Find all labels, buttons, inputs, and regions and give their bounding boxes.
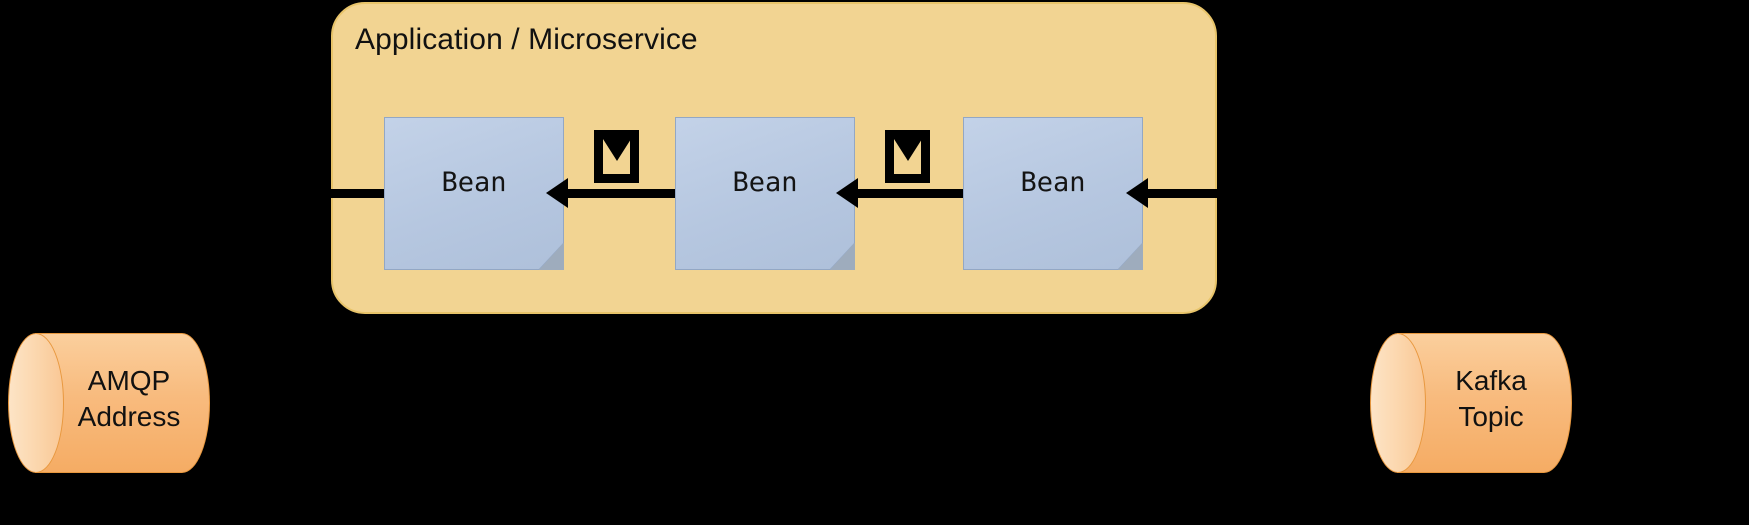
application-title: Application / Microservice bbox=[355, 23, 698, 56]
arrow-bean2-to-bean1 bbox=[546, 178, 677, 208]
amqp-label-line2: Address bbox=[77, 400, 181, 432]
envelope-flap-icon bbox=[893, 139, 922, 161]
bean-node-2[interactable]: Bean bbox=[675, 117, 855, 270]
amqp-address-cylinder[interactable]: AMQP Address bbox=[8, 333, 210, 473]
cylinder-cap bbox=[8, 333, 64, 473]
arrow-bean3-to-bean2 bbox=[836, 178, 965, 208]
cylinder-cap bbox=[1370, 333, 1426, 473]
bean-node-3[interactable]: Bean bbox=[963, 117, 1143, 270]
kafka-topic-cylinder[interactable]: Kafka Topic bbox=[1370, 333, 1572, 473]
bean-label: Bean bbox=[1020, 167, 1086, 198]
cylinder-body bbox=[35, 333, 210, 473]
arrowhead-icon bbox=[1126, 178, 1148, 208]
kafka-label-line1: Kafka bbox=[1455, 365, 1527, 396]
bean-label: Bean bbox=[732, 167, 798, 198]
kafka-topic-label: Kafka Topic bbox=[1416, 363, 1566, 435]
document-shape bbox=[675, 117, 855, 270]
arrow-to-amqp bbox=[330, 189, 386, 198]
document-shape bbox=[963, 117, 1143, 270]
amqp-label-line1: AMQP bbox=[87, 365, 171, 396]
arrow-from-kafka bbox=[1126, 178, 1220, 208]
arrowhead-icon bbox=[546, 178, 568, 208]
amqp-address-label: AMQP Address bbox=[54, 363, 204, 435]
bean-node-1[interactable]: Bean bbox=[384, 117, 564, 270]
envelope-flap-icon bbox=[602, 139, 631, 161]
envelope-icon-2 bbox=[885, 130, 930, 183]
envelope-icon-1 bbox=[594, 130, 639, 183]
bean-label: Bean bbox=[441, 167, 507, 198]
kafka-label-line2: Topic bbox=[1458, 400, 1524, 432]
cylinder-body bbox=[1397, 333, 1572, 473]
arrowhead-icon bbox=[836, 178, 858, 208]
document-shape bbox=[384, 117, 564, 270]
